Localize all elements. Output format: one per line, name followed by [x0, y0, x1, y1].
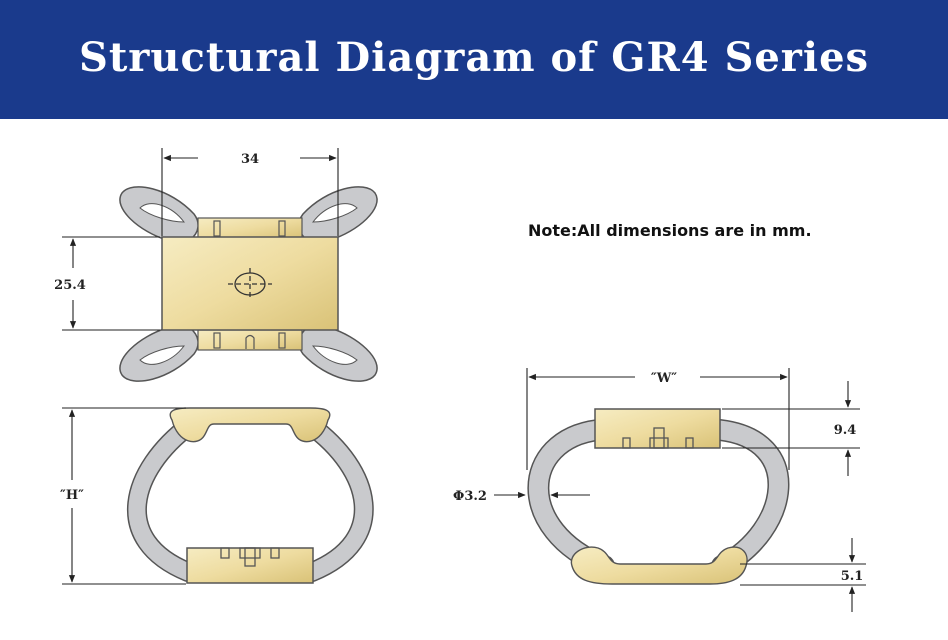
- height-label-h: ″H″: [60, 488, 84, 503]
- wire-body: [128, 416, 373, 581]
- front-view: ″W″ 9.4 Φ3.2 5.1: [453, 368, 866, 612]
- clamp-height-label: 9.4: [834, 423, 857, 438]
- width-label-34: 34: [241, 152, 259, 167]
- main-plate: [161, 236, 339, 331]
- wire-diameter-label: Φ3.2: [453, 489, 487, 504]
- side-view: ″H″: [60, 407, 374, 585]
- width-label-w: ″W″: [651, 371, 677, 386]
- page-title: Structural Diagram of GR4 Series: [78, 34, 870, 81]
- top-clamp: [169, 407, 331, 443]
- dimension-note: Note:All dimensions are in mm.: [528, 221, 812, 240]
- bottom-clamp: [570, 546, 748, 585]
- height-label-25-4: 25.4: [54, 278, 86, 293]
- top-view: 34 25.4: [54, 148, 378, 382]
- title-banner: Structural Diagram of GR4 Series: [0, 0, 948, 119]
- wire-body: [529, 420, 788, 576]
- base-thickness-label: 5.1: [841, 569, 864, 584]
- mounting-hole: [228, 268, 272, 300]
